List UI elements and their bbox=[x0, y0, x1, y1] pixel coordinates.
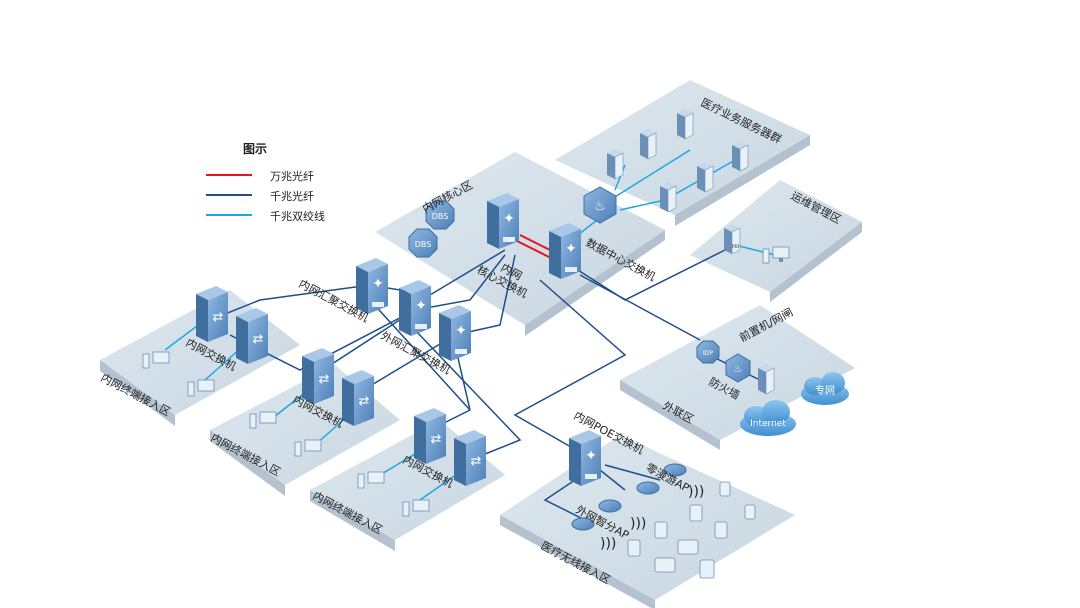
terminal-pc-icon[interactable] bbox=[187, 379, 215, 397]
access-switch-icon[interactable]: ⇄ bbox=[454, 430, 486, 486]
ops-server-pdf-icon[interactable]: PDF bbox=[724, 224, 741, 255]
legend-label: 万兆光纤 bbox=[270, 170, 314, 183]
svg-text:))): ))) bbox=[600, 536, 616, 552]
firewall-icon[interactable]: ♨ bbox=[583, 186, 617, 224]
terminal-pc-icon[interactable] bbox=[249, 411, 277, 429]
pdf-label: PDF bbox=[732, 244, 740, 249]
access-switch-icon[interactable]: ⇄ bbox=[196, 286, 228, 342]
idp-icon[interactable]: IDP bbox=[696, 340, 720, 364]
server-icon[interactable] bbox=[640, 129, 657, 160]
dbs-1-label: DBS bbox=[432, 212, 449, 221]
ap-icon[interactable] bbox=[636, 481, 660, 495]
server-icon[interactable] bbox=[660, 182, 677, 213]
dbs-icon[interactable]: DBS bbox=[425, 200, 455, 230]
idp-label: IDP bbox=[703, 350, 713, 357]
dbs-icon[interactable]: DBS bbox=[408, 228, 438, 258]
core-switch-icon[interactable]: ✦ bbox=[487, 193, 519, 249]
terminal-pc-icon[interactable] bbox=[357, 471, 385, 489]
svg-text:⇄: ⇄ bbox=[359, 394, 370, 409]
legend-swatch bbox=[206, 194, 252, 196]
internet-label: Internet bbox=[750, 419, 786, 429]
server-icon[interactable] bbox=[697, 162, 714, 193]
wifi-signal-icon: ))) ))) ))) bbox=[600, 484, 704, 552]
svg-text:✦: ✦ bbox=[503, 211, 515, 227]
access-switch-icon[interactable]: ⇄ bbox=[414, 408, 446, 464]
legend: 图示 万兆光纤 千兆光纤 千兆双绞线 bbox=[200, 138, 360, 228]
poe-switch-icon[interactable]: ✦ bbox=[569, 430, 601, 486]
svg-text:⇄: ⇄ bbox=[213, 310, 224, 325]
svg-text:✦: ✦ bbox=[565, 241, 577, 257]
access-switch-icon[interactable]: ⇄ bbox=[236, 308, 268, 364]
svg-text:♨: ♨ bbox=[594, 199, 606, 214]
agg-switch-1-icon[interactable]: ✦ bbox=[356, 258, 388, 314]
ap-icon[interactable] bbox=[598, 499, 622, 513]
devices: DBS DBS ✦ ✦ bbox=[142, 109, 849, 579]
frontend-server-icon[interactable] bbox=[758, 364, 775, 395]
svg-text:⇄: ⇄ bbox=[431, 432, 442, 447]
agg-switch-3-icon[interactable]: ✦ bbox=[439, 305, 471, 361]
terminal-pc-icon[interactable] bbox=[142, 351, 170, 369]
svg-text:))): ))) bbox=[630, 516, 646, 532]
svg-text:⇄: ⇄ bbox=[471, 454, 482, 469]
server-icon[interactable] bbox=[677, 109, 694, 140]
svg-text:♨: ♨ bbox=[734, 364, 743, 375]
svg-text:⇄: ⇄ bbox=[253, 332, 264, 347]
ap-icon[interactable] bbox=[571, 517, 595, 531]
ap-icon[interactable] bbox=[663, 463, 687, 477]
legend-title: 图示 bbox=[243, 142, 268, 156]
legend-swatch bbox=[206, 214, 252, 216]
svg-text:✦: ✦ bbox=[415, 298, 427, 314]
access-switch-icon[interactable]: ⇄ bbox=[302, 348, 334, 404]
dc-switch-icon[interactable]: ✦ bbox=[549, 223, 581, 279]
private-net-label: 专网 bbox=[815, 384, 835, 397]
legend-label: 千兆光纤 bbox=[270, 190, 314, 203]
dbs-2-label: DBS bbox=[415, 240, 432, 249]
server-icon[interactable] bbox=[732, 141, 749, 172]
private-net-cloud-icon[interactable]: 专网 bbox=[801, 372, 849, 405]
internet-cloud-icon[interactable]: Internet bbox=[740, 400, 796, 436]
mobile-device-icons bbox=[627, 481, 756, 579]
svg-text:✦: ✦ bbox=[585, 448, 597, 464]
terminal-pc-icon[interactable] bbox=[294, 439, 322, 457]
agg-switch-2-icon[interactable]: ✦ bbox=[399, 280, 431, 336]
zone-ops bbox=[690, 180, 862, 302]
legend-label: 千兆双绞线 bbox=[270, 210, 325, 223]
svg-text:✦: ✦ bbox=[372, 276, 384, 292]
legend-swatch bbox=[206, 174, 252, 176]
terminal-pc-icon[interactable] bbox=[402, 499, 430, 517]
server-icon[interactable] bbox=[607, 149, 624, 180]
external-firewall-icon[interactable]: ♨ bbox=[725, 353, 751, 383]
svg-text:))): ))) bbox=[688, 484, 704, 500]
svg-text:✦: ✦ bbox=[455, 323, 467, 339]
zone-wireless bbox=[500, 435, 795, 608]
ops-workstation-icon[interactable] bbox=[762, 246, 790, 264]
svg-text:⇄: ⇄ bbox=[319, 372, 330, 387]
access-switch-icon[interactable]: ⇄ bbox=[342, 370, 374, 426]
